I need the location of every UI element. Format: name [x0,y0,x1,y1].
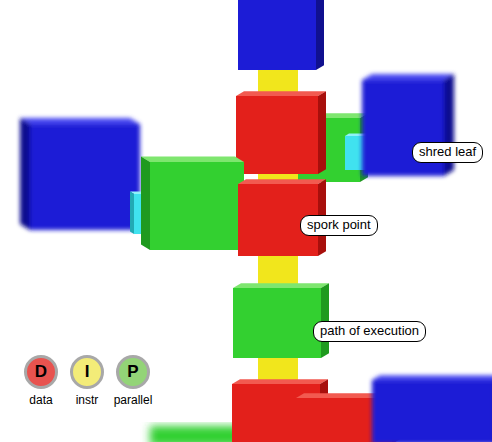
data-cube [372,375,492,442]
cube-front [233,288,321,358]
cube-top [372,375,492,380]
cube-top [232,379,328,384]
cube-front [30,124,140,230]
cube-top [141,157,244,162]
legend-swatch: I [70,355,104,389]
cube-side [318,91,326,174]
legend-text: data [18,393,64,407]
callout-label: path of execution [320,323,419,339]
legend-entry: Ddata [18,355,64,407]
cube-top [238,179,326,184]
cube-front [238,0,316,70]
cube-top [236,91,326,96]
cube-side [141,157,150,250]
cube-top [233,283,329,288]
cube-front [150,162,244,250]
legend-swatch: D [24,355,58,389]
callout-label: spork point [307,217,371,233]
legend-entry: Pparallel [110,355,156,407]
legend-letter: P [127,362,138,382]
legend-text: parallel [110,393,156,407]
legend-entry: Iinstr [64,355,110,407]
shred-leaf-cube [20,118,140,230]
parallel-cube [141,157,244,250]
cube-side [316,0,324,70]
callout-box: path of execution [313,321,426,342]
data-cube [238,0,324,70]
cube-front [236,96,318,174]
cube-top [20,118,140,124]
legend-swatch: P [116,355,150,389]
parallel-cube [233,283,329,358]
cube-front [372,380,492,442]
callout-label: shred leaf [419,144,476,160]
legend-letter: D [35,362,47,382]
cube-side [130,192,134,234]
cube-top [362,74,454,80]
legend-letter: I [85,362,90,382]
legend-text: instr [64,393,110,407]
data-cube [236,91,326,174]
callout-box: shred leaf [412,142,483,163]
cube-side [20,118,30,230]
callout-box: spork point [300,215,378,236]
